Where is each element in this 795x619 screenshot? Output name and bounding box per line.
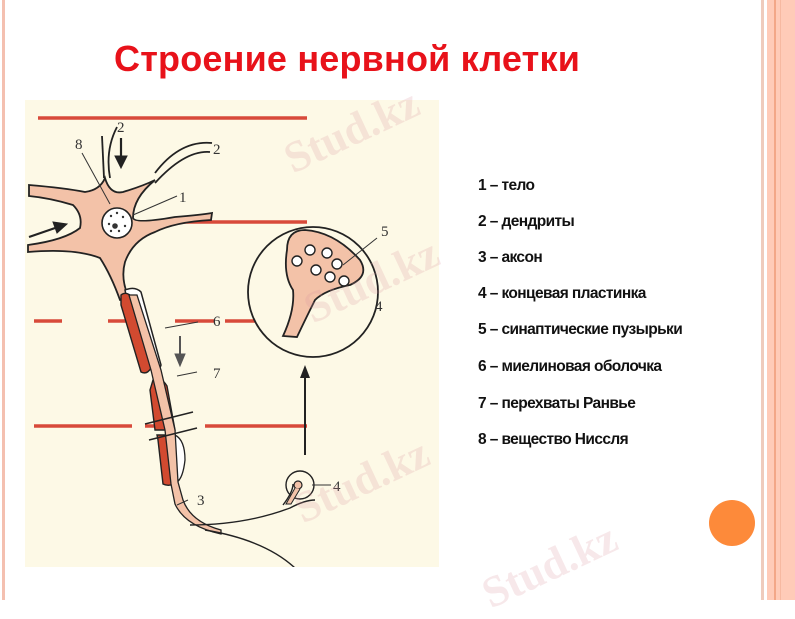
nucleus: [101, 207, 133, 239]
label-4a: 4: [375, 299, 383, 315]
label-3: 3: [197, 493, 205, 509]
label-1: 1: [179, 190, 187, 206]
legend-item-7: 7 – перехваты Ранвье: [478, 395, 636, 412]
terminal-branches: [189, 483, 316, 569]
right-decorative-band: [767, 0, 795, 600]
band-stripe: [780, 0, 781, 600]
label-2a: 2: [117, 120, 125, 136]
label-8: 8: [75, 137, 83, 153]
legend-item-8: 8 – вещество Ниссля: [478, 431, 629, 448]
legend-list: 1 – тело 2 – дендриты 3 – аксон 4 – конц…: [478, 176, 683, 466]
dendrites: [101, 126, 213, 184]
label-6: 6: [213, 314, 221, 330]
axon: [128, 294, 222, 535]
neuron-diagram: 8 2 2 1 5 4 6 7 4 3: [25, 100, 439, 569]
label-4b: 4: [333, 479, 341, 495]
watermark: Stud.kz: [474, 513, 625, 618]
cell-body: [27, 175, 214, 301]
slide-nav-dot[interactable]: [709, 500, 755, 546]
legend-item-2: 2 – дендриты: [478, 213, 575, 230]
right-border-line: [761, 0, 764, 600]
label-5: 5: [381, 224, 389, 240]
legend-item-6: 6 – миелиновая оболочка: [478, 358, 662, 375]
legend-item-3: 3 – аксон: [478, 249, 543, 266]
legend-item-5: 5 – синаптические пузырьки: [478, 321, 683, 338]
legend-item-4: 4 – концевая пластинка: [478, 285, 646, 302]
label-7: 7: [213, 366, 221, 382]
synaptic-vesicles: [291, 244, 350, 287]
label-2b: 2: [213, 142, 221, 158]
legend-item-1: 1 – тело: [478, 177, 535, 194]
left-border-rule: [2, 0, 5, 600]
band-stripe: [774, 0, 776, 600]
direction-arrows: [28, 138, 186, 368]
slide-title: Строение нервной клетки: [114, 38, 581, 79]
